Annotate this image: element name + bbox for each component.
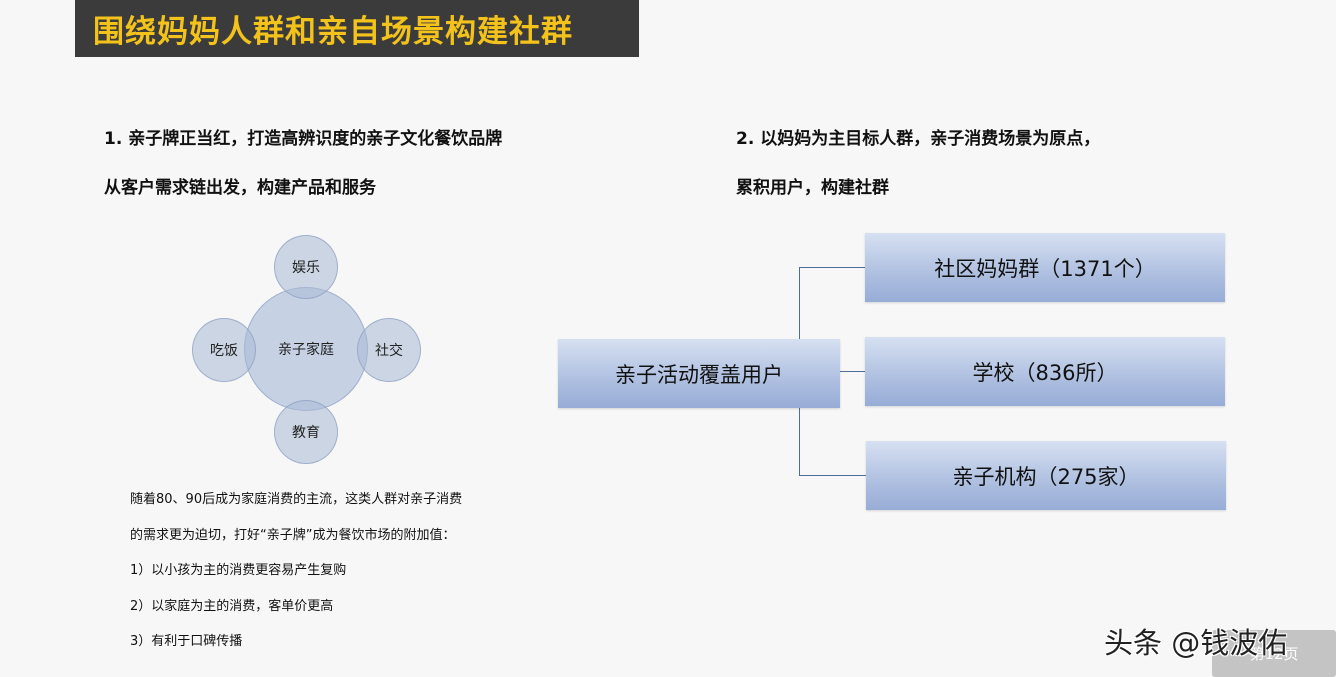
paragraph-line2: 的需求更为迫切，打好“亲子牌”成为餐饮市场的附加值： (130, 528, 456, 543)
title-bar: 围绕妈妈人群和亲自场景构建社群 (75, 0, 639, 57)
right-heading-line1: 2. 以妈妈为主目标人群，亲子消费场景为原点， (736, 129, 1101, 149)
slide-title: 围绕妈妈人群和亲自场景构建社群 (93, 14, 573, 50)
tree-root-label: 亲子活动覆盖用户 (615, 362, 783, 387)
venn-right-circle: 社交 (357, 318, 421, 382)
venn-center-label: 亲子家庭 (278, 342, 334, 358)
watermark: 头条 @钱波佑 (1104, 626, 1288, 660)
venn-left-label: 吃饭 (210, 343, 238, 359)
point-item: 1）以小孩为主的消费更容易产生复购 (130, 563, 347, 578)
venn-bottom-circle: 教育 (274, 400, 338, 464)
right-heading-line2: 累积用户，构建社群 (736, 178, 889, 198)
tree-child-label: 亲子机构（275家） (952, 464, 1140, 489)
venn-left-circle: 吃饭 (192, 318, 256, 382)
left-heading-line2: 从客户需求链出发，构建产品和服务 (104, 178, 376, 198)
point-item: 3）有利于口碑传播 (130, 634, 243, 649)
connector-branch-top (799, 267, 865, 268)
connector-vertical-bottom (799, 408, 800, 476)
tree-child-label: 社区妈妈群（1371个） (934, 256, 1156, 281)
tree-child-node: 学校（836所） (865, 337, 1225, 406)
tree-root-node: 亲子活动覆盖用户 (558, 339, 840, 408)
connector-vertical-top (799, 267, 800, 339)
venn-right-label: 社交 (375, 343, 403, 359)
venn-bottom-label: 教育 (292, 425, 320, 441)
connector-branch-bottom (799, 475, 866, 476)
left-heading-line1: 1. 亲子牌正当红，打造高辨识度的亲子文化餐饮品牌 (104, 129, 503, 149)
venn-center-circle: 亲子家庭 (244, 287, 368, 411)
venn-top-circle: 娱乐 (274, 235, 338, 299)
connector-root (840, 371, 865, 372)
tree-child-node: 亲子机构（275家） (866, 441, 1226, 510)
page-number-label: 第12页 (1249, 645, 1299, 663)
venn-top-label: 娱乐 (292, 260, 320, 276)
point-item: 2）以家庭为主的消费，客单价更高 (130, 599, 334, 614)
tree-child-node: 社区妈妈群（1371个） (865, 233, 1225, 302)
tree-child-label: 学校（836所） (972, 360, 1118, 385)
page-number-badge: 第12页 (1212, 630, 1336, 677)
paragraph-line1: 随着80、90后成为家庭消费的主流，这类人群对亲子消费 (130, 492, 463, 507)
